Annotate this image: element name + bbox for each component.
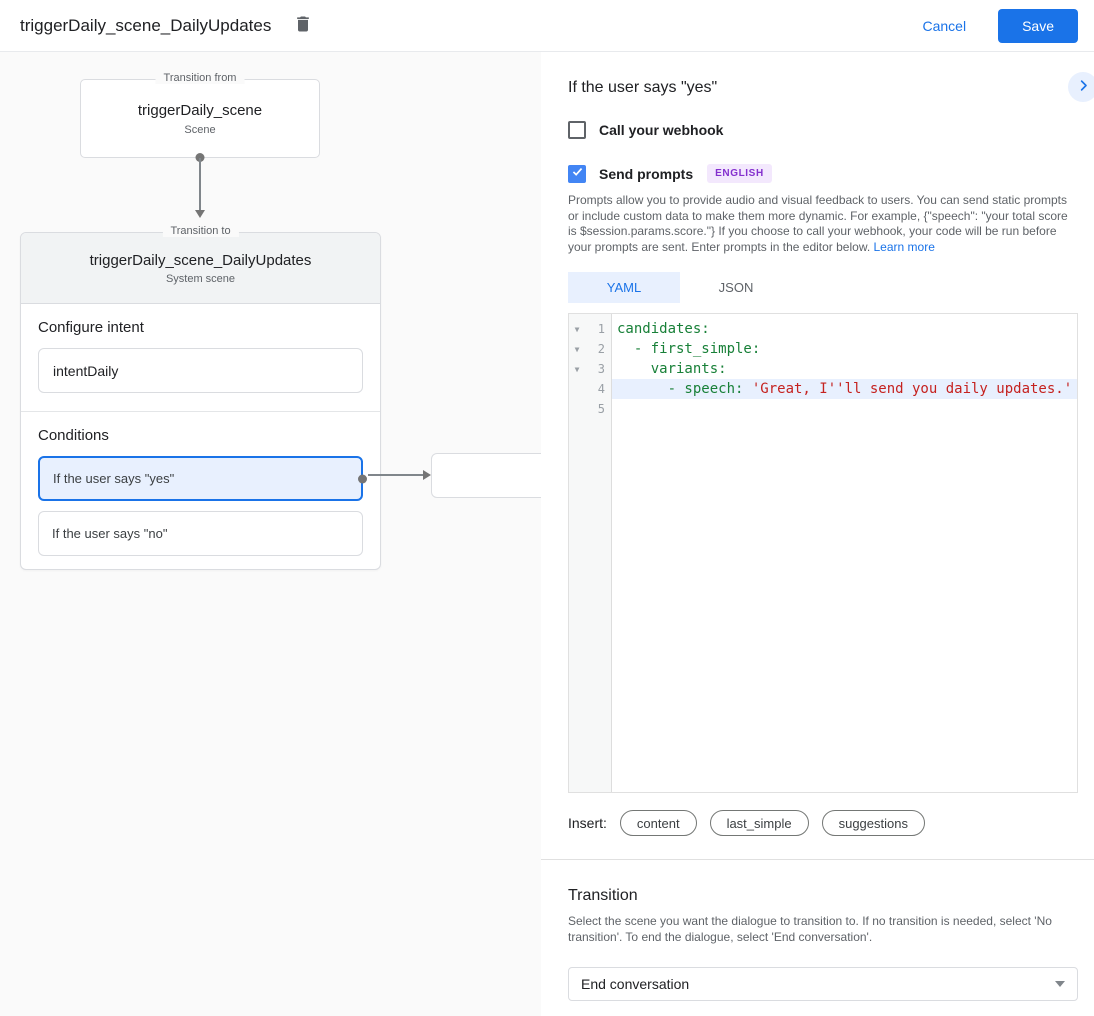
transition-target-node[interactable] [431, 453, 541, 498]
transition-description: Select the scene you want the dialogue t… [568, 914, 1052, 944]
insert-chips: content last_simple suggestions [619, 810, 938, 836]
conditions-label: Conditions [38, 427, 109, 444]
line-number: 3 [597, 362, 605, 376]
learn-more-link[interactable]: Learn more [873, 239, 935, 254]
prompts-description: Prompts allow you to provide audio and v… [568, 193, 1078, 255]
editor-code-area[interactable]: candidates: - first_simple: variants: - … [612, 314, 1077, 792]
transition-select-value: End conversation [581, 976, 690, 992]
transition-to-node: Transition to triggerDaily_scene_DailyUp… [20, 225, 381, 570]
editor-format-tabs: YAML JSON [568, 272, 1078, 303]
intent-name: intentDaily [53, 362, 119, 379]
topbar: triggerDaily_scene_DailyUpdates Cancel S… [0, 0, 1094, 52]
intent-item[interactable]: intentDaily [38, 348, 363, 393]
fold-arrow-icon[interactable]: ▼ [574, 364, 580, 374]
connector-line-horizontal [368, 474, 425, 476]
connector-arrowhead-right [423, 470, 431, 480]
send-prompts-row[interactable]: Send prompts ENGLISH [568, 164, 1078, 183]
gutter-row: 4 [569, 379, 611, 399]
condition-editor-panel: If the user says "yes" Call your webhook… [541, 52, 1094, 1016]
transition-from-label: Transition from [155, 72, 245, 84]
from-scene-type: Scene [184, 123, 216, 136]
condition-item-no[interactable]: If the user says "no" [38, 511, 363, 556]
transition-to-label: Transition to [162, 225, 239, 237]
to-scene-type: System scene [165, 272, 236, 285]
connector-port [195, 153, 205, 162]
call-webhook-row[interactable]: Call your webhook [568, 121, 1078, 139]
connector-port [358, 474, 367, 483]
gutter-row: ▼2 [569, 339, 611, 359]
connector-arrowhead-down [195, 210, 205, 218]
condition-yes-label: If the user says "yes" [53, 471, 175, 486]
line-number: 1 [597, 322, 605, 336]
code-line[interactable]: candidates: [617, 321, 710, 337]
transition-from-node[interactable]: Transition from triggerDaily_scene Scene [80, 72, 320, 162]
condition-no-label: If the user says "no" [52, 526, 168, 541]
dropdown-caret-icon [1055, 981, 1065, 987]
insert-label: Insert: [568, 815, 607, 831]
insert-chip-suggestions[interactable]: suggestions [821, 810, 925, 836]
page-title: triggerDaily_scene_DailyUpdates [20, 15, 272, 35]
prompts-description-text: Prompts allow you to provide audio and v… [568, 193, 1068, 254]
chevron-right-icon [1076, 78, 1091, 96]
webhook-checkbox[interactable] [568, 121, 586, 139]
gutter-row: ▼1 [569, 319, 611, 339]
code-line[interactable] [612, 399, 1077, 419]
configure-intent-label: Configure intent [38, 319, 144, 336]
configure-intent-section: Configure intent intentDaily [21, 304, 380, 411]
gutter-row: 5 [569, 399, 611, 419]
code-line[interactable]: - first_simple: [617, 341, 761, 357]
cancel-button[interactable]: Cancel [922, 17, 967, 34]
from-scene-name: triggerDaily_scene [137, 101, 263, 119]
gutter-row: ▼3 [569, 359, 611, 379]
insert-row: Insert: content last_simple suggestions [568, 810, 1078, 836]
scene-graph-canvas: Transition from triggerDaily_scene Scene… [0, 52, 541, 1016]
send-prompts-checkbox[interactable] [568, 164, 586, 183]
line-number: 4 [597, 382, 605, 396]
code-line[interactable]: variants: [617, 361, 727, 377]
conditions-section: Conditions If the user says "yes" If the… [21, 411, 380, 574]
language-badge: ENGLISH [707, 164, 772, 183]
save-button[interactable]: Save [998, 8, 1078, 43]
send-prompts-label: Send prompts [599, 165, 694, 182]
panel-title: If the user says "yes" [568, 79, 718, 96]
code-line[interactable]: - speech: 'Great, I''ll send you daily u… [612, 379, 1077, 399]
section-divider [541, 859, 1094, 860]
insert-chip-last_simple[interactable]: last_simple [709, 810, 809, 836]
trash-icon [293, 13, 313, 38]
to-scene-name: triggerDaily_scene_DailyUpdates [89, 251, 312, 269]
transition-title: Transition [568, 887, 638, 904]
collapse-panel-button[interactable] [1068, 72, 1094, 102]
scene-card-header: triggerDaily_scene_DailyUpdates System s… [21, 233, 380, 304]
line-number: 5 [597, 402, 605, 416]
check-icon [571, 165, 584, 183]
transition-select[interactable]: End conversation [568, 967, 1078, 1001]
connector-line-vertical [199, 158, 201, 211]
insert-chip-content[interactable]: content [619, 810, 697, 836]
line-number: 2 [597, 342, 605, 356]
webhook-label: Call your webhook [599, 122, 724, 138]
tab-yaml[interactable]: YAML [568, 272, 680, 303]
tab-json[interactable]: JSON [718, 280, 754, 295]
fold-arrow-icon[interactable]: ▼ [574, 344, 580, 354]
condition-item-yes[interactable]: If the user says "yes" [38, 456, 367, 501]
delete-scene-button[interactable] [289, 9, 317, 42]
fold-arrow-icon[interactable]: ▼ [574, 324, 580, 334]
